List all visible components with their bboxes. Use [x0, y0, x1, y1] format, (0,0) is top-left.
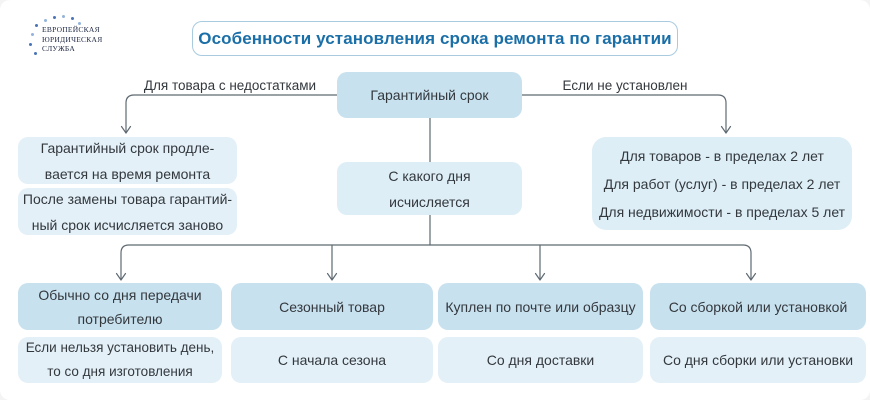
node-line: ный срок исчисляется заново — [31, 216, 224, 233]
node-mail-order: Куплен по почте или образцу — [438, 283, 643, 330]
node-line: С начала сезона — [277, 352, 387, 368]
node-after-replacement: После замены товара гарантий- ный срок и… — [18, 188, 237, 235]
node-line: Для товаров - в пределах 2 лет — [620, 147, 824, 164]
node-line: Обычно со дня передачи — [38, 286, 202, 303]
page-title-text: Особенности установления срока ремонта п… — [198, 28, 672, 48]
node-warranty-extended: Гарантийный срок продле- вается на время… — [18, 137, 237, 184]
node-limits: Для товаров - в пределах 2 лет Для работ… — [592, 137, 852, 230]
node-assembly-install-detail: Со дня сборки или установки — [650, 337, 866, 383]
node-mail-order-detail: Со дня доставки — [438, 337, 643, 383]
node-line: Для недвижимости - в пределах 5 лет — [598, 203, 846, 220]
node-line: Со сборкой или установкой — [668, 298, 848, 315]
node-warranty-period: Гарантийный срок — [337, 72, 522, 118]
node-line: потребителю — [77, 310, 163, 327]
page-title: Особенности установления срока ремонта п… — [192, 21, 678, 56]
edge-label-not-set: Если не установлен — [562, 78, 688, 93]
logo-text: ЕВРОПЕЙСКАЯ ЮРИДИЧЕСКАЯ СЛУЖБА — [42, 25, 102, 54]
node-line: вается на время ремонта — [44, 165, 211, 182]
node-line: Сезонный товар — [279, 298, 385, 315]
node-seasonal-goods-detail: С начала сезона — [231, 337, 433, 383]
node-assembly-install: Со сборкой или установкой — [650, 283, 866, 330]
node-line: то со дня изготовления — [47, 364, 193, 379]
node-usual-transfer: Обычно со дня передачи потребителю — [18, 283, 222, 330]
logo-line: ЮРИДИЧЕСКАЯ — [42, 34, 103, 44]
node-usual-transfer-detail: Если нельзя установить день, то со дня и… — [18, 337, 222, 383]
node-line: После замены товара гарантий- — [22, 190, 233, 207]
node-line: Со дня доставки — [486, 352, 595, 368]
node-line: Куплен по почте или образцу — [445, 298, 636, 315]
logo-line: ЕВРОПЕЙСКАЯ — [42, 25, 100, 34]
node-start-day: С какого дня исчисляется — [337, 162, 522, 215]
node-line: Если нельзя установить день, — [25, 340, 215, 355]
node-line: исчисляется — [389, 193, 470, 210]
node-line: Со дня сборки или установки — [662, 352, 854, 368]
edge-label-defective-goods: Для товара с недостатками — [143, 78, 317, 93]
node-line: Для работ (услуг) - в пределах 2 лет — [603, 175, 841, 192]
node-seasonal-goods: Сезонный товар — [231, 283, 433, 330]
node-line: С какого дня — [388, 167, 471, 184]
node-warranty-period-label: Гарантийный срок — [370, 87, 489, 103]
node-line: Гарантийный срок продле- — [40, 139, 215, 156]
company-logo: ЕВРОПЕЙСКАЯ ЮРИДИЧЕСКАЯ СЛУЖБА — [26, 12, 156, 64]
logo-line: СЛУЖБА — [42, 44, 76, 53]
